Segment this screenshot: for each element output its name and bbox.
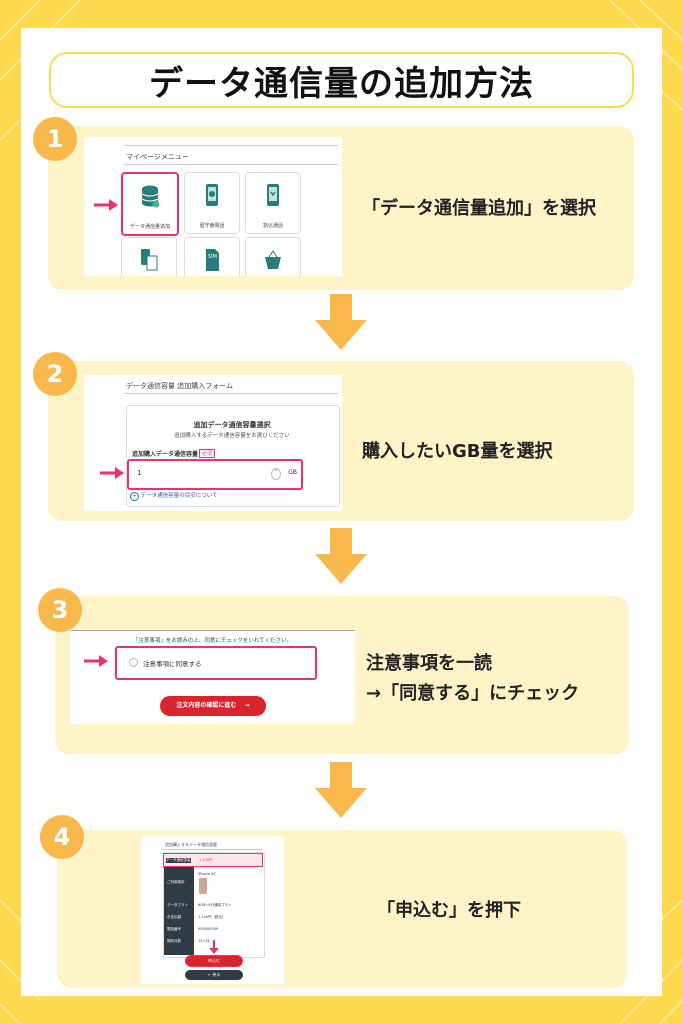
field-label: 追加購入データ通信容量 xyxy=(132,451,199,458)
agree-checkbox-row[interactable]: 注意事項に同意する xyxy=(115,646,317,680)
pointer-down-arrow-icon xyxy=(209,940,219,954)
tile-label: データ通信量追加 xyxy=(129,224,170,230)
step-2-screenshot: データ通信容量 追加購入フォーム 追加データ通信容量選択 追加購入するデータ通信… xyxy=(84,375,342,511)
checkbox-icon[interactable] xyxy=(129,658,138,667)
step-4-screenshot: 追加購入するデータ通信容量 データ通信容量 1,100円 ご利用端末 iPhon… xyxy=(141,836,284,984)
step-1-screenshot: マイページメニュー データ通信量追加 留守番電話 割込通話 xyxy=(84,137,342,276)
row-key: 電話番号 xyxy=(167,927,181,931)
row-device: ご利用端末 iPhone XS xyxy=(163,868,263,896)
gb-select[interactable]: 1 ⌃ GB xyxy=(127,459,303,490)
pointer-arrow-icon xyxy=(84,655,108,667)
confirm-order-label: 注文内容の確認に進む xyxy=(176,702,237,709)
apply-button[interactable]: 申込む xyxy=(185,955,243,967)
phone-document-icon xyxy=(141,249,158,271)
row-value: iPhone XS xyxy=(198,872,216,876)
row-amount: お支払額 1,100円（税込） xyxy=(163,912,263,924)
step-3-caption-line2: →「同意する」にチェック xyxy=(366,683,580,704)
down-arrow-icon xyxy=(315,294,367,350)
gb-unit: GB xyxy=(288,469,297,476)
down-arrow-icon xyxy=(315,528,367,584)
apply-label: 申込む xyxy=(208,958,220,963)
row-key: お支払額 xyxy=(167,915,181,919)
row-key: 契約月数 xyxy=(167,939,181,943)
row-plan: データプラン 6GB+5分通話プラン xyxy=(163,900,263,912)
back-button[interactable]: ← 戻る xyxy=(185,970,243,980)
row-value: 1,100円（税込） xyxy=(198,915,226,919)
database-icon xyxy=(141,185,159,208)
arrow-left-icon: ← xyxy=(207,972,212,977)
row-key: ご利用端末 xyxy=(167,880,185,884)
row-phone: 電話番号 000000000 xyxy=(163,924,263,936)
step-3-caption-line1: 注意事項を一読 xyxy=(366,653,492,674)
row-value: 6GB+5分通話プラン xyxy=(198,903,232,907)
svg-text:SIM: SIM xyxy=(208,254,217,260)
mypage-menu-title: マイページメニュー xyxy=(126,153,189,161)
step-3-screenshot: 「注意事項」をお読みの上、同意にチェックをいれてください。 注意事項に同意する … xyxy=(70,630,355,724)
confirm-order-button[interactable]: 注文内容の確認に進む → xyxy=(160,696,266,716)
tile-voicemail[interactable]: 留守番電話 xyxy=(184,172,240,234)
guide-link-text: データ通信容量の目安について xyxy=(140,493,218,499)
tile-label: 留守番電話 xyxy=(199,223,225,229)
row-data: データ通信容量 1,100円 xyxy=(163,853,263,867)
step-2-caption: 購入したいGB量を選択 xyxy=(362,441,553,462)
tile-sim[interactable]: SIM xyxy=(184,237,240,276)
phone-message-icon xyxy=(206,184,218,206)
back-label: 戻る xyxy=(212,972,221,977)
tile-basket[interactable] xyxy=(245,237,301,276)
sim-card-icon: SIM xyxy=(206,249,219,271)
phone-call-icon xyxy=(267,184,279,206)
step-4-caption: 「申込む」を押下 xyxy=(377,900,521,921)
tile-call-waiting[interactable]: 割込通話 xyxy=(245,172,301,234)
plus-circle-icon: + xyxy=(130,492,139,501)
arrow-right-icon: → xyxy=(244,702,250,709)
required-badge: 必須 xyxy=(199,449,216,458)
step-4-badge: 4 xyxy=(40,815,84,859)
checkbox-label: 注意事項に同意する xyxy=(143,660,202,668)
page-title: データ通信量の追加方法 xyxy=(149,63,534,104)
step-2-badge: 2 xyxy=(33,352,77,396)
phone-image xyxy=(199,878,207,894)
section-subtitle: 追加購入するデータ通信容量をお選びください xyxy=(174,433,290,439)
tile-label: 割込通話 xyxy=(262,223,283,229)
section-title: 追加データ通信容量選択 xyxy=(193,421,271,429)
basket-icon xyxy=(265,250,281,269)
step-3-badge: 3 xyxy=(38,588,82,632)
confirm-header: 追加購入するデータ通信容量 xyxy=(165,842,217,847)
tile-document[interactable] xyxy=(121,237,177,276)
pointer-arrow-icon xyxy=(100,467,124,479)
stepper-icon[interactable]: ⌃ xyxy=(271,468,281,480)
pointer-arrow-icon xyxy=(94,199,118,211)
form-title: データ通信容量 追加購入フォーム xyxy=(126,382,234,390)
tile-data-add[interactable]: データ通信量追加 xyxy=(121,172,179,236)
notice-text: 「注意事項」をお読みの上、同意にチェックをいれてください。 xyxy=(132,638,293,644)
row-key: データプラン xyxy=(167,903,188,907)
row-value: 12ヶ月 xyxy=(198,939,210,943)
step-1-caption: 「データ通信量追加」を選択 xyxy=(362,198,596,219)
row-value: 1,100円 xyxy=(199,858,213,862)
down-arrow-icon xyxy=(315,762,367,818)
row-key: データ通信容量 xyxy=(166,858,191,863)
row-value: 000000000 xyxy=(198,927,219,931)
page-title-box: データ通信量の追加方法 xyxy=(49,52,634,108)
guide-link[interactable]: + データ通信容量の目安について xyxy=(130,491,218,501)
gb-select-value: 1 xyxy=(137,469,142,477)
step-1-badge: 1 xyxy=(33,117,77,161)
row-months: 契約月数 12ヶ月 xyxy=(163,936,263,948)
